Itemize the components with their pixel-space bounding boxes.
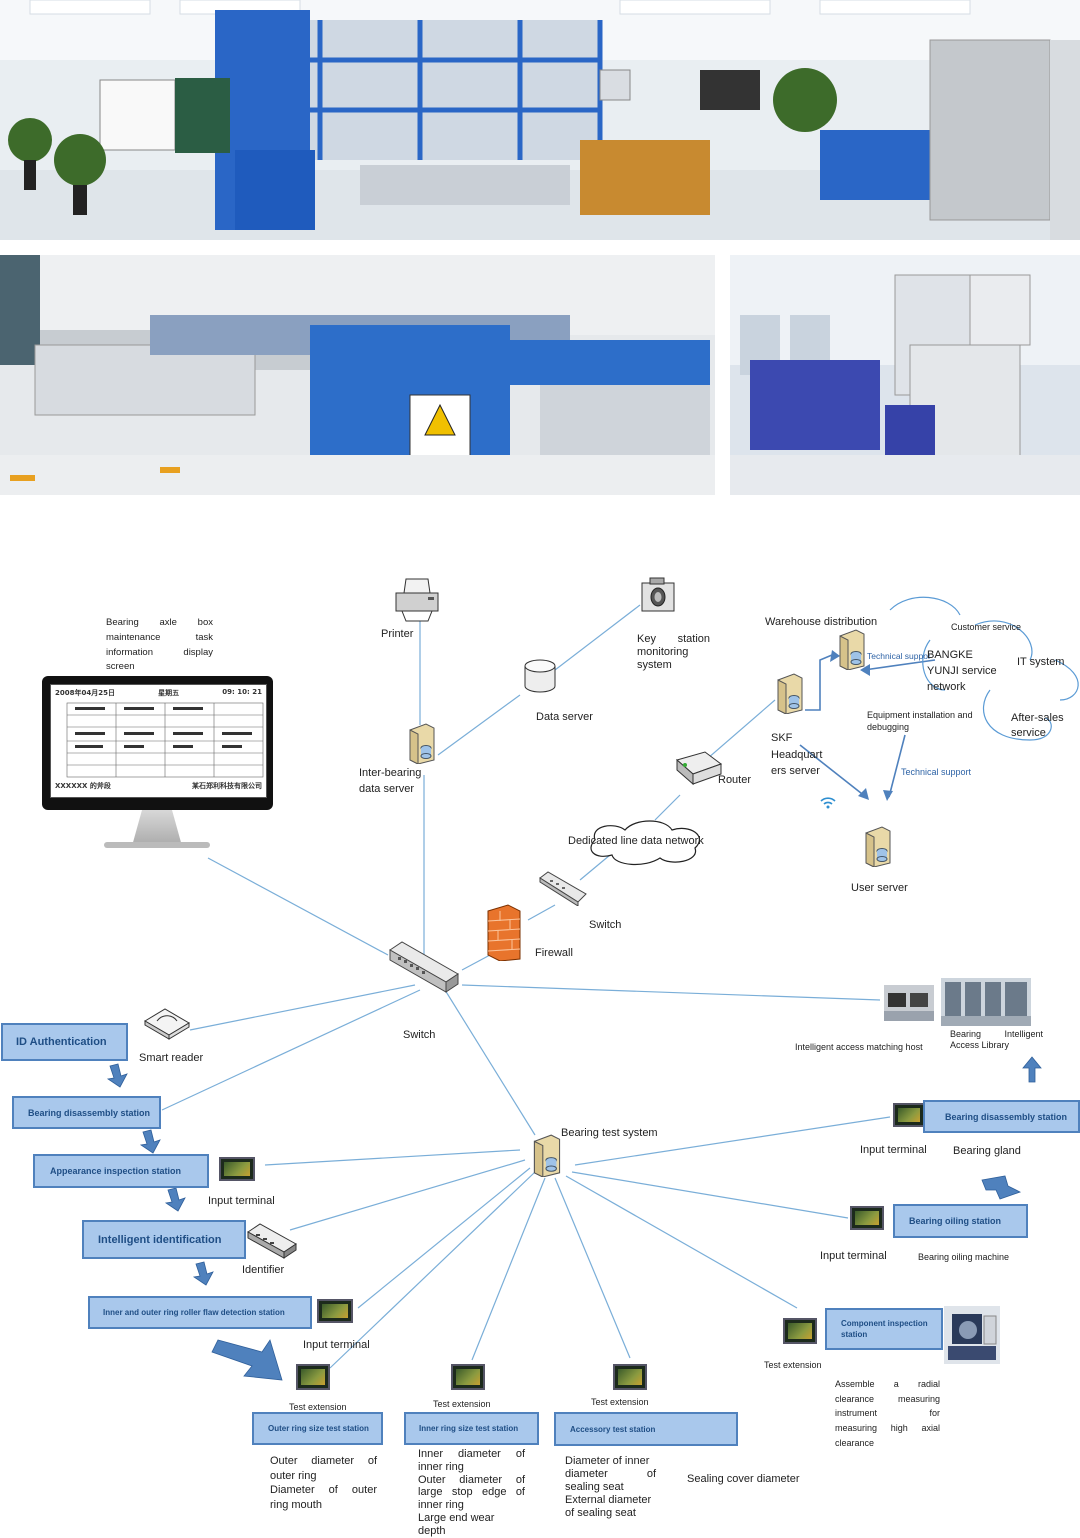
workshop-photo-top [0, 0, 1080, 240]
accessory-station-box: Accessory test station [554, 1412, 738, 1446]
workshop-photo-right [730, 255, 1080, 495]
input-terminal-icon [219, 1157, 255, 1181]
customer-service-label: Customer service [951, 622, 1022, 632]
technical-support-top-label: Technical support [867, 651, 930, 661]
identifier-label: Identifier [242, 1264, 285, 1276]
outer-ring-desc: Outer diameter of outer ring Diameter of… [270, 1455, 377, 1511]
flaw-detection-box: Inner and outer ring roller flaw detecti… [88, 1296, 312, 1329]
monitor-caption: Bearing axle box maintenance task inform… [106, 617, 213, 673]
printer-label: Printer [381, 628, 414, 640]
input-terminal-icon [317, 1299, 353, 1323]
data-server-label: Data server [536, 711, 593, 723]
skf-server-icon [777, 673, 803, 714]
test-extension-icon [783, 1318, 817, 1344]
bearing-test-system-label: Bearing test system [561, 1127, 658, 1139]
switch-small-label: Switch [589, 919, 622, 931]
outer-ring-station-box: Outer ring size test station [252, 1412, 383, 1445]
inter-bearing-server-icon [409, 723, 435, 764]
component-inspection-box: Component inspection station [825, 1308, 943, 1350]
technical-support-bottom-label: Technical support [901, 767, 972, 777]
warehouse-label: Warehouse distribution [765, 616, 878, 628]
access-library-photo [941, 978, 1031, 1026]
access-library-label: Bearing Intelligent Access Library [950, 1029, 1043, 1050]
test-extension-label: Test extension [764, 1360, 822, 1370]
screen-footer-left: XXXXXX 的斧段 [55, 782, 111, 790]
dedicated-line-label: Dedicated line data network [568, 835, 704, 847]
warehouse-server-icon [839, 629, 865, 670]
radial-clearance-instrument-photo [944, 1306, 1000, 1364]
user-server-label: User server [851, 882, 908, 894]
smart-reader-label: Smart reader [139, 1052, 204, 1064]
firewall-icon [487, 904, 521, 961]
appearance-inspection-box: Appearance inspection station [33, 1154, 209, 1188]
key-station-label: Key station monitoring system [637, 633, 710, 671]
monitor-base-icon [104, 842, 210, 848]
bangke-label: BANGKE YUNJI service network [927, 649, 997, 693]
intelligent-host-photo [884, 985, 934, 1021]
inter-bearing-label: Inter-bearing data server [359, 767, 422, 795]
firewall-label: Firewall [535, 947, 573, 959]
inner-ring-station-box: Inner ring size test station [404, 1412, 539, 1445]
bearing-test-server-icon [533, 1134, 561, 1177]
bearing-disassembly-box-left: Bearing disassembly station [12, 1096, 161, 1129]
smart-reader-icon [144, 1008, 190, 1040]
database-icon [524, 659, 556, 693]
workshop-photo-left [0, 255, 715, 495]
bearing-disassembly-box-right: Bearing disassembly station [923, 1100, 1080, 1133]
equipment-label: Equipment installation and debugging [867, 710, 973, 732]
router-label: Router [718, 774, 752, 786]
id-authentication-box: ID Authentication [1, 1023, 128, 1061]
intelligent-identification-box: Intelligent identification [82, 1220, 246, 1259]
test-extension-label: Test extension [433, 1399, 491, 1409]
user-server-icon [865, 826, 891, 867]
camera-icon [641, 577, 675, 612]
sealing-cover-label: Sealing cover diameter [687, 1473, 800, 1485]
test-extension-icon [296, 1364, 330, 1390]
input-terminal-label: Input terminal [860, 1144, 927, 1156]
bearing-oiling-machine-label: Bearing oiling machine [918, 1252, 1010, 1262]
switch-small-icon [539, 871, 587, 906]
inner-ring-desc: Inner diameter of inner ring Outer diame… [418, 1448, 525, 1537]
screen-time: 09: 10: 21 [222, 688, 262, 696]
bearing-gland-label: Bearing gland [953, 1145, 1021, 1157]
input-terminal-label: Input terminal [208, 1195, 275, 1207]
input-terminal-icon [893, 1103, 925, 1127]
bearing-oiling-box: Bearing oiling station [893, 1204, 1028, 1238]
accessory-desc: Diameter of inner diameter of sealing se… [565, 1455, 656, 1519]
intelligent-host-label: Intelligent access matching host [795, 1042, 923, 1052]
input-terminal-icon [850, 1206, 884, 1230]
switch-main-label: Switch [403, 1029, 436, 1041]
screen-weekday: 星期五 [158, 689, 180, 697]
test-extension-label: Test extension [289, 1402, 347, 1412]
identifier-icon [247, 1223, 297, 1259]
screen-footer-right: 某石郑利科技有限公司 [192, 782, 262, 790]
test-extension-icon [451, 1364, 485, 1390]
skf-label: SKF Headquart ers server [771, 732, 823, 777]
test-extension-icon [613, 1364, 647, 1390]
test-extension-label: Test extension [591, 1397, 649, 1407]
assemble-desc: Assemble a radial clearance measuring in… [835, 1379, 940, 1448]
input-terminal-label: Input terminal [820, 1250, 887, 1262]
switch-main-icon [389, 941, 459, 993]
it-system-label: IT system [1017, 656, 1065, 668]
after-sales-label: After-sales service [1011, 712, 1064, 739]
screen-date: 2008年04月25日 [55, 689, 115, 697]
monitor-screen: 2008年04月25日 星期五 09: 10: 21 XXXXXX 的斧段 某石… [50, 684, 267, 798]
printer-icon [395, 578, 439, 622]
router-icon [675, 751, 723, 786]
input-terminal-label: Input terminal [303, 1339, 370, 1351]
